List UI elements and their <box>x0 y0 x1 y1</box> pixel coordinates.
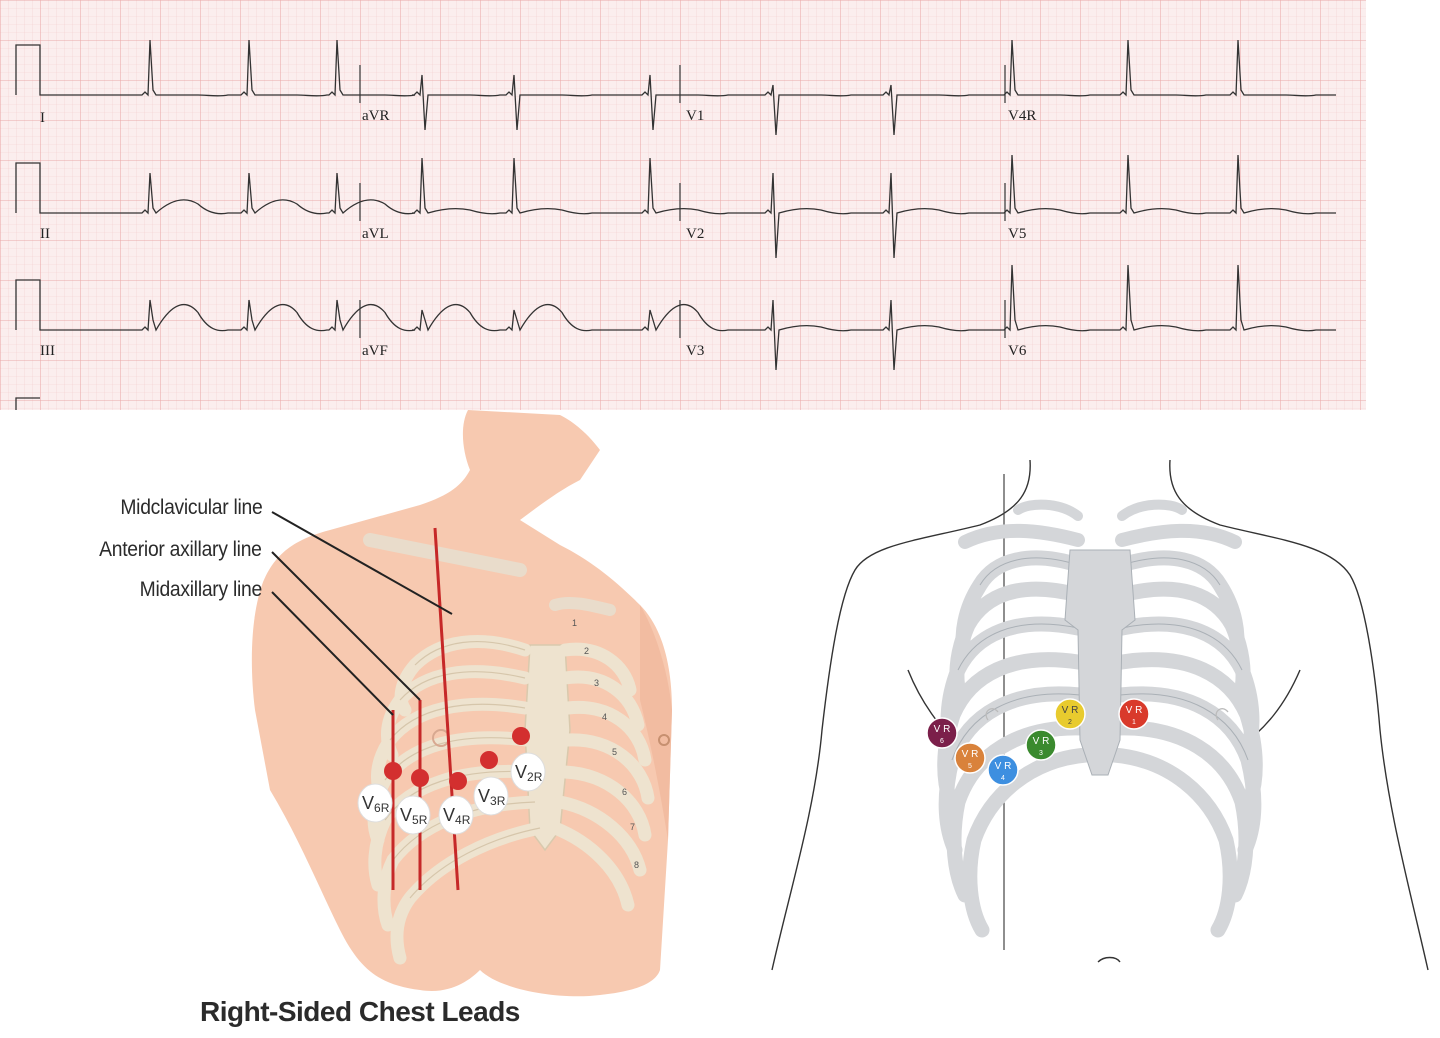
ecg-traces <box>15 39 1336 410</box>
electrode-label: V R <box>1126 705 1143 716</box>
svg-text:V2R: V2R <box>515 762 543 784</box>
midclavicular-line-label: Midclavicular line <box>119 496 262 519</box>
thorax-drawing: V R 6 V R 5 V R 4 V R 3 V R 2 <box>771 459 1429 971</box>
electrode-sub: 6R <box>374 801 390 815</box>
ecg-tracing: I aVR V1 V4R II aVL V2 V5 III aVF V3 V6 <box>0 0 1366 410</box>
svg-text:V5R: V5R <box>400 805 428 827</box>
rhythm-strip-start <box>15 397 40 410</box>
lead-label-avr: aVR <box>362 108 390 124</box>
rib-number: 3 <box>594 678 599 688</box>
electrode-v6r: V R 6 <box>926 717 958 749</box>
electrode-label: V R <box>1033 736 1050 747</box>
rib-number: 8 <box>634 860 639 870</box>
clavicle-left <box>549 596 616 616</box>
diagram-title: Right-Sided Chest Leads <box>200 996 520 1027</box>
ecg-grid <box>0 0 1366 410</box>
electrode-label: V <box>400 805 412 825</box>
anterior-axillary-line-label: Anterior axillary line <box>99 538 262 561</box>
electrode-label: V R <box>1062 705 1079 716</box>
electrode-v5r: V R 5 <box>954 742 986 774</box>
lead-label-v2: V2 <box>686 226 704 242</box>
rib-number: 5 <box>612 747 617 757</box>
electrode-label: V <box>515 762 527 782</box>
shoulder-left <box>1117 499 1187 521</box>
lead-label-avf: aVF <box>362 343 388 359</box>
ecg-trace-row <box>15 39 1336 136</box>
electrode-sub: 5 <box>968 763 972 770</box>
rib-number: 1 <box>572 618 577 628</box>
rib-numbers: 1 2 3 4 5 6 7 8 <box>572 618 639 870</box>
electrode-sub: 1 <box>1132 719 1136 726</box>
electrode-sub: 5R <box>412 813 428 827</box>
clavicle-right <box>958 523 1085 549</box>
electrode-v6r: V6R <box>357 762 402 823</box>
clavicle <box>363 533 527 577</box>
electrode-v3r: V3R <box>473 751 509 816</box>
thorax-electrode-diagram: V R 6 V R 5 V R 4 V R 3 V R 2 <box>760 430 1440 990</box>
electrode-v2r: V2R <box>510 727 546 792</box>
lead-label-v6: V6 <box>1008 343 1027 359</box>
rib-number: 4 <box>602 712 607 722</box>
ecg-trace-row <box>15 154 1336 259</box>
ecg-strip: I aVR V1 V4R II aVL V2 V5 III aVF V3 V6 <box>0 0 1366 410</box>
nipple-left <box>1215 708 1229 721</box>
lead-label-iii: III <box>40 343 55 359</box>
svg-text:V6R: V6R <box>362 793 390 815</box>
svg-text:V3R: V3R <box>478 786 506 808</box>
lead-label-i: I <box>40 110 45 126</box>
electrode-label: V R <box>962 749 979 760</box>
electrode-label: V R <box>934 724 951 735</box>
electrode-sub: 2R <box>527 770 543 784</box>
electrode-v4r: V R 4 <box>987 754 1019 786</box>
rib-number: 2 <box>584 646 589 656</box>
electrode-label: V R <box>995 761 1012 772</box>
thorax-rib-outlines <box>951 557 1249 761</box>
torso-drawing: 1 2 3 4 5 6 7 8 V6R <box>251 410 672 997</box>
lead-label-v3: V3 <box>686 343 704 359</box>
lead-label-v1: V1 <box>686 108 704 124</box>
midaxillary-line-label: Midaxillary line <box>139 578 263 601</box>
torso-shadow <box>640 605 672 840</box>
electrode-sub: 4R <box>455 813 471 827</box>
electrode-sub: 4 <box>1001 775 1005 782</box>
electrode-v3r: V R 3 <box>1025 729 1057 761</box>
electrode-v4r: V4R <box>438 772 474 835</box>
lead-label-v5: V5 <box>1008 226 1026 242</box>
right-sided-chest-leads-illustration: 1 2 3 4 5 6 7 8 V6R <box>0 410 700 1033</box>
nipple-right <box>985 708 999 721</box>
ecg-trace-row <box>15 264 1336 371</box>
electrode-sub: 6 <box>940 738 944 745</box>
svg-text:V4R: V4R <box>443 805 471 827</box>
rib-number: 6 <box>622 787 627 797</box>
lead-label-avl: aVL <box>362 226 389 242</box>
lead-label-v4r: V4R <box>1008 108 1036 124</box>
pointer-lines <box>271 511 453 716</box>
electrode-v1r: V R 1 <box>1118 698 1150 730</box>
nipple-left <box>658 734 670 746</box>
thorax-electrodes: V R 6 V R 5 V R 4 V R 3 V R 2 <box>926 698 1150 786</box>
electrode-sub: 3R <box>490 794 506 808</box>
clavicle-left <box>1115 523 1242 549</box>
rib-number: 7 <box>630 822 635 832</box>
shoulder-right <box>1013 499 1083 521</box>
electrodes: V6R V5R V4R V3R V2R <box>357 727 546 835</box>
lead-label-ii: II <box>40 226 50 242</box>
electrode-label: V <box>362 793 374 813</box>
electrode-v5r: V5R <box>395 769 431 835</box>
electrode-label: V <box>478 786 490 806</box>
electrode-label: V <box>443 805 455 825</box>
electrode-sub: 2 <box>1068 719 1072 726</box>
electrode-v2r: V R 2 <box>1054 698 1086 730</box>
electrode-sub: 3 <box>1039 750 1043 757</box>
